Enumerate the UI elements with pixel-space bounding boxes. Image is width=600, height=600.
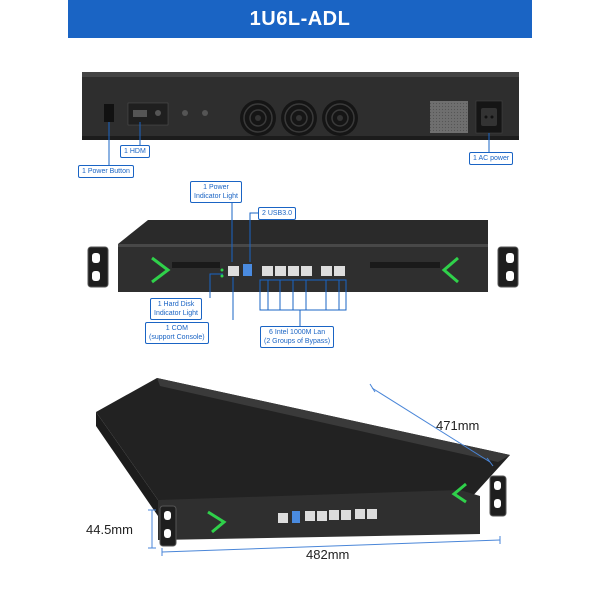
fan-icon <box>322 100 358 136</box>
lan-port-icon <box>275 266 286 276</box>
com-port-icon <box>228 266 239 276</box>
lan-port-icon <box>329 510 339 520</box>
rack-ear-left <box>87 246 109 288</box>
label-hdmi: 1 HDM <box>120 145 150 158</box>
usb-port-icon <box>243 264 252 276</box>
green-light-accent <box>441 256 459 284</box>
dimension-width: 482mm <box>306 547 350 562</box>
dimension-lines <box>148 383 501 556</box>
label-hdd-indicator: 1 Hard Disk Indicator Light <box>150 298 202 320</box>
lan-port-icon <box>334 266 345 276</box>
dimension-height: 44.5mm <box>86 522 133 537</box>
green-light-accent <box>451 482 467 504</box>
rack-ear-right <box>497 246 519 288</box>
product-title-banner: 1U6L-ADL <box>68 0 532 38</box>
fan-icon <box>240 100 276 136</box>
label-power-button: 1 Power Button <box>78 165 134 178</box>
power-button-icon <box>104 104 114 122</box>
indicator-led <box>220 274 224 278</box>
ac-power-socket-icon <box>481 108 497 126</box>
lan-port-icon <box>317 511 327 521</box>
lan-port-icon <box>301 266 312 276</box>
lan-port-icon <box>355 509 365 519</box>
lan-port-icon <box>262 266 273 276</box>
com-port-icon <box>278 513 288 523</box>
usb-port-icon <box>292 511 300 523</box>
fan-icon <box>281 100 317 136</box>
label-com: 1 COM (support Console) <box>145 322 209 344</box>
green-light-accent <box>207 510 227 534</box>
label-usb: 2 USB3.0 <box>258 207 296 220</box>
lan-port-icon <box>288 266 299 276</box>
label-ac-power: 1 AC power <box>469 152 514 165</box>
lan-port-icon <box>341 510 351 520</box>
label-lan: 6 Intel 1000M Lan (2 Groups of Bypass) <box>260 326 335 348</box>
hdmi-port-icon <box>133 110 147 117</box>
lan-port-icon <box>305 511 315 521</box>
lan-port-icon <box>321 266 332 276</box>
green-light-accent <box>151 256 171 284</box>
front-view-chassis <box>87 220 519 292</box>
label-power-indicator: 1 Power Indicator Light <box>190 181 242 203</box>
indicator-led <box>220 268 224 272</box>
lan-port-icon <box>367 509 377 519</box>
perspective-view-chassis <box>96 378 510 547</box>
dimension-depth: 471mm <box>436 418 480 433</box>
product-title: 1U6L-ADL <box>249 8 351 30</box>
rear-view-chassis <box>82 72 519 140</box>
